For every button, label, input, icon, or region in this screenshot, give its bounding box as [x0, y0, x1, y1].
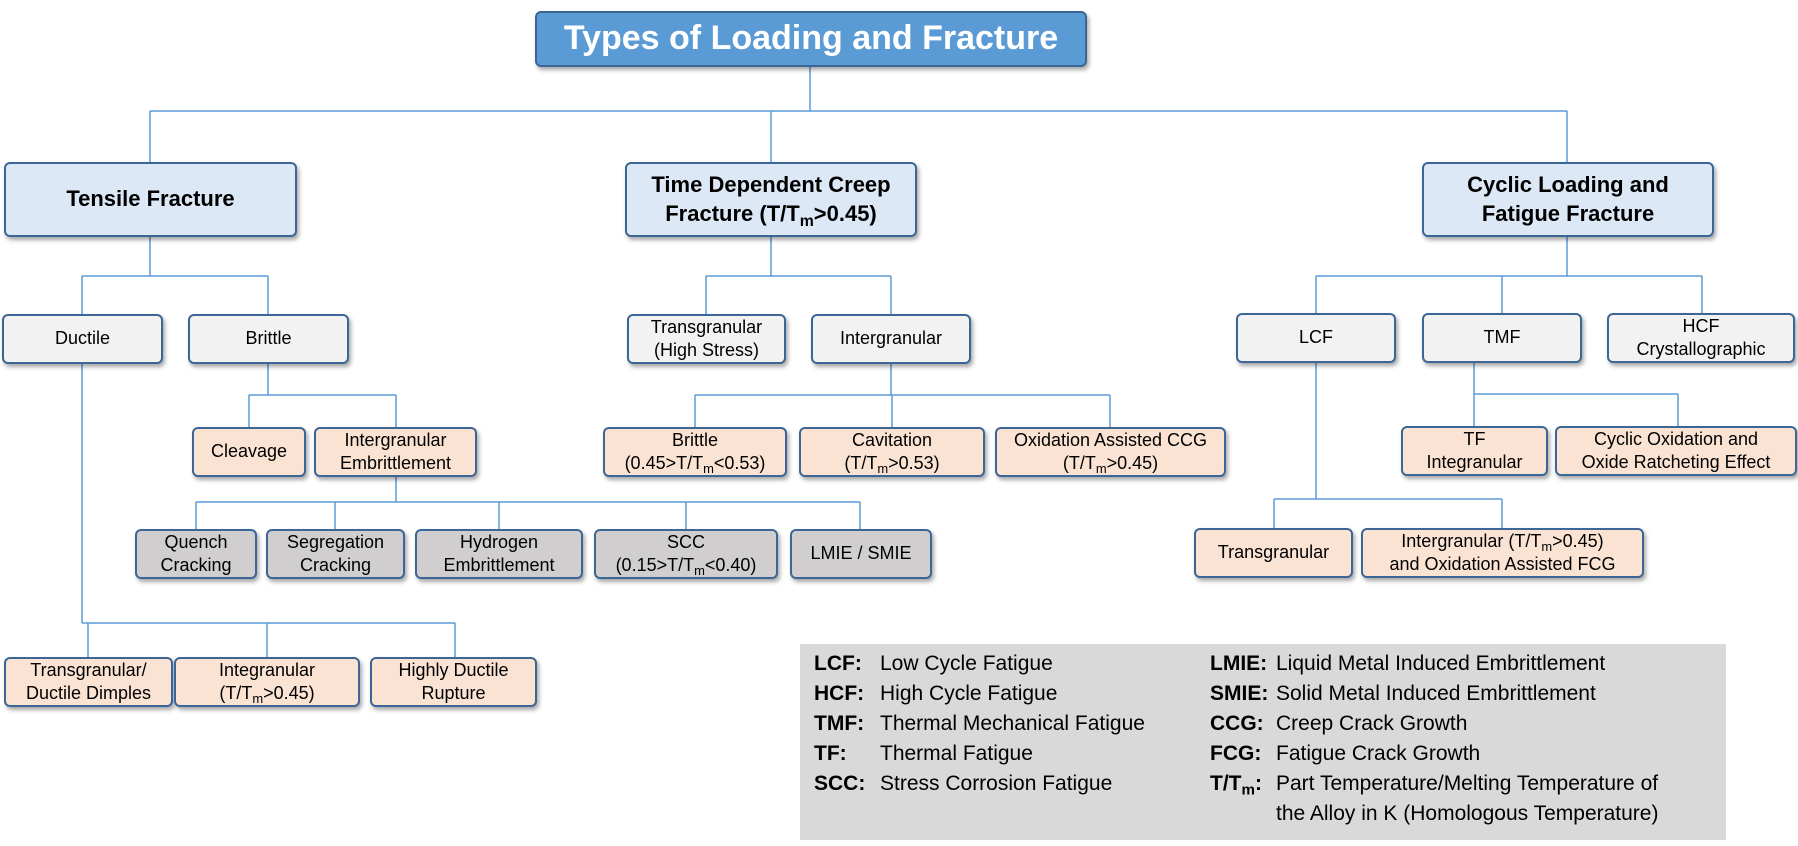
legend-abbr: FCG:	[1210, 742, 1262, 765]
creep-brittle-box: Brittle (0.45>T/Tm<0.53)	[603, 427, 787, 477]
creep-intergranular-box: Intergranular	[811, 314, 971, 364]
scc-box: SCC (0.15>T/Tm<0.40)	[594, 529, 778, 579]
abbreviation-legend: LCF: Low Cycle Fatigue HCF: High Cycle F…	[800, 644, 1726, 840]
intergranular-embrittlement-box: Intergranular Embrittlement	[314, 427, 477, 477]
cleavage-box: Cleavage	[192, 427, 306, 477]
hydrogen-embrittlement-box: Hydrogen Embrittlement	[415, 529, 583, 579]
integranular-box: Integranular (T/Tm>0.45)	[174, 657, 360, 707]
legend-abbr: CCG:	[1210, 712, 1264, 735]
transgranular-dimples-box: Transgranular/ Ductile Dimples	[4, 657, 173, 707]
brittle-box: Brittle	[188, 314, 349, 364]
legend-abbr: HCF:	[814, 682, 865, 705]
legend-definition: Liquid Metal Induced Embrittlement	[1276, 652, 1606, 675]
lmie-smie-box: LMIE / SMIE	[790, 529, 932, 579]
intergranular-fcg-box: Intergranular (T/Tm>0.45) and Oxidation …	[1361, 528, 1644, 578]
cyclic-transgranular-box: Transgranular	[1194, 528, 1353, 578]
legend-abbr: SCC:	[814, 772, 866, 795]
cyclic-oxidation-box: Cyclic Oxidation and Oxide Ratcheting Ef…	[1555, 426, 1797, 476]
segregation-cracking-box: Segregation Cracking	[266, 529, 405, 579]
creep-fracture-box: Time Dependent Creep Fracture (T/Tm>0.45…	[625, 162, 917, 237]
legend-abbr: TF:	[814, 742, 847, 765]
quench-cracking-box: Quench Cracking	[135, 529, 257, 579]
oxidation-assisted-ccg-box: Oxidation Assisted CCG (T/Tm>0.45)	[995, 427, 1226, 477]
hcf-crystallographic-box: HCF Crystallographic	[1607, 313, 1795, 363]
legend-definition: Stress Corrosion Fatigue	[880, 772, 1113, 795]
legend-definition: Low Cycle Fatigue	[880, 652, 1053, 675]
legend-definition: Fatigue Crack Growth	[1276, 742, 1481, 765]
ductile-box: Ductile	[2, 314, 163, 364]
tf-integranular-box: TF Integranular	[1401, 426, 1548, 476]
legend-definition: Thermal Fatigue	[880, 742, 1033, 765]
diagram-title: Types of Loading and Fracture	[535, 11, 1087, 67]
legend-abbr: LMIE:	[1210, 652, 1268, 675]
legend-abbr: T/Tm:	[1210, 772, 1262, 799]
legend-definition: Creep Crack Growth	[1276, 712, 1468, 735]
tensile-fracture-box: Tensile Fracture	[4, 162, 297, 237]
cavitation-box: Cavitation (T/Tm>0.53)	[799, 427, 985, 477]
legend-definition: Part Temperature/Melting Temperature of …	[1276, 772, 1659, 825]
tmf-box: TMF	[1422, 313, 1582, 363]
cyclic-fatigue-box: Cyclic Loading and Fatigue Fracture	[1422, 162, 1714, 237]
legend-abbr: SMIE:	[1210, 682, 1269, 705]
legend-definition: High Cycle Fatigue	[880, 682, 1058, 705]
legend-definition: Solid Metal Induced Embrittlement	[1276, 682, 1596, 705]
legend-definition: Thermal Mechanical Fatigue	[880, 712, 1145, 735]
highly-ductile-rupture-box: Highly Ductile Rupture	[370, 657, 537, 707]
creep-transgranular-box: Transgranular (High Stress)	[627, 314, 786, 364]
lcf-box: LCF	[1236, 313, 1396, 363]
legend-abbr: TMF:	[814, 712, 865, 735]
legend-abbr: LCF:	[814, 652, 862, 675]
